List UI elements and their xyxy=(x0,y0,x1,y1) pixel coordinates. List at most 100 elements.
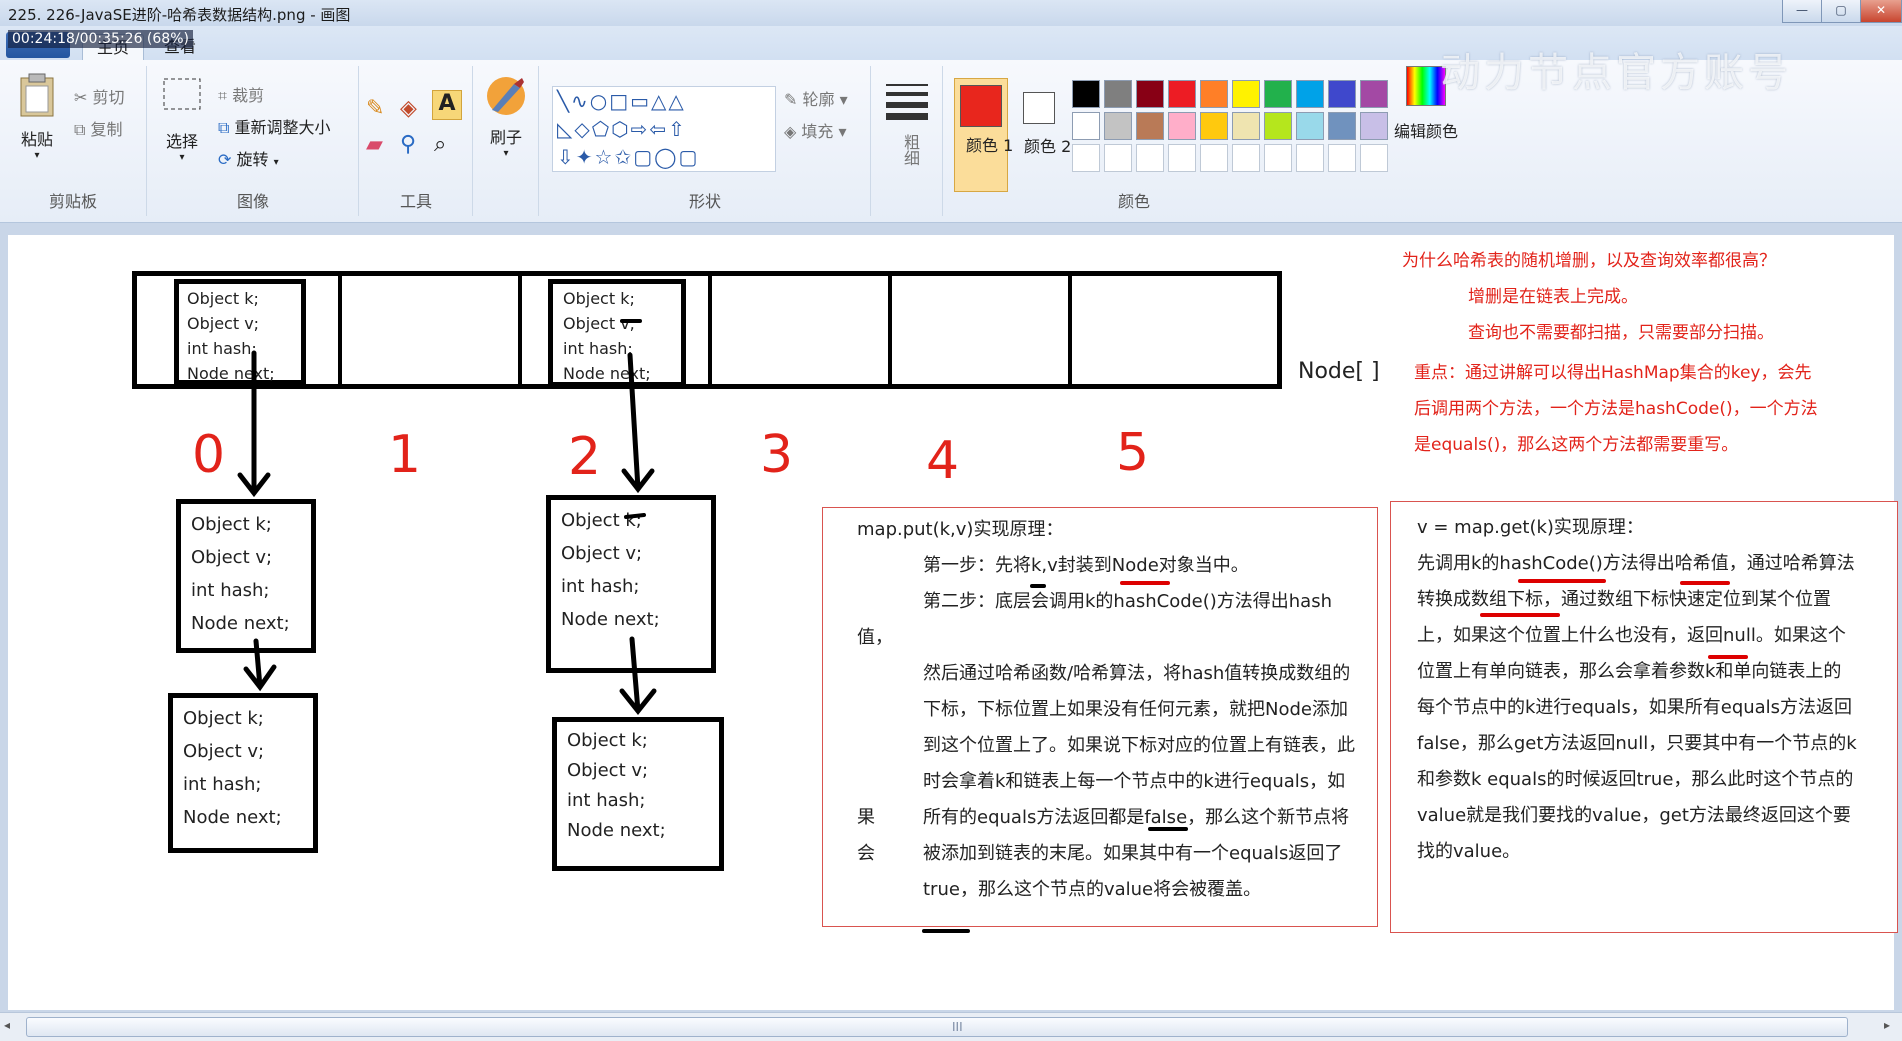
palette-color-swatch[interactable] xyxy=(1200,80,1228,108)
cut-label: 剪切 xyxy=(92,88,125,107)
tools-group-label: 工具 xyxy=(399,192,432,211)
palette-color-swatch[interactable] xyxy=(1136,80,1164,108)
chain-node-0-1: Object k; Object v; int hash; Node next; xyxy=(176,499,316,653)
scrollbar-grip: III xyxy=(952,1020,963,1034)
node-field-key: Object k; xyxy=(567,730,648,751)
palette-color-swatch[interactable] xyxy=(1264,112,1292,140)
outline-button[interactable]: ✎ 轮廓 ▾ xyxy=(784,90,848,109)
node-field-hash: int hash; xyxy=(183,774,262,795)
palette-color-swatch[interactable] xyxy=(1232,80,1260,108)
node-field-hash: int hash; xyxy=(561,576,640,597)
palette-color-swatch[interactable] xyxy=(1296,80,1324,108)
resize-button[interactable]: ⧉ 重新调整大小 xyxy=(218,114,331,138)
get-line-9: 找的value。 xyxy=(1417,841,1521,862)
node-field-next: Node next; xyxy=(561,609,660,630)
color-1-button[interactable]: 颜色 1 xyxy=(954,78,1014,192)
palette-color-swatch[interactable] xyxy=(1072,112,1100,140)
palette-custom-swatch[interactable] xyxy=(1360,144,1388,172)
scroll-left-arrow[interactable]: ◂ xyxy=(4,1018,11,1032)
fill-button[interactable]: ◈ 填充 ▾ xyxy=(784,122,847,141)
palette-color-swatch[interactable] xyxy=(1232,112,1260,140)
node-field-next: Node next; xyxy=(567,820,666,841)
window-title: 225. 226-JavaSE进阶-哈希表数据结构.png - 画图 xyxy=(8,6,351,24)
color-wheel-icon xyxy=(1406,66,1446,106)
palette-color-swatch[interactable] xyxy=(1296,112,1324,140)
size-label: 粗细 xyxy=(901,134,920,166)
palette-color-swatch[interactable] xyxy=(1360,112,1388,140)
copy-button[interactable]: ⧉ 复制 xyxy=(74,116,123,140)
index-0: 0 xyxy=(192,425,226,485)
palette-color-swatch[interactable] xyxy=(1200,112,1228,140)
scroll-right-arrow[interactable]: ▸ xyxy=(1884,1018,1891,1032)
size-button[interactable]: 粗细 xyxy=(882,80,932,170)
palette-color-swatch[interactable] xyxy=(1104,80,1132,108)
put-title: map.put(k,v)实现原理： xyxy=(857,519,1064,540)
put-para-6: 被添加到链表的末尾。如果其中有一个equals返回了 xyxy=(923,843,1343,864)
rotate-button[interactable]: ⟳ 旋转 ▾ xyxy=(218,146,279,170)
maximize-button[interactable]: ▢ xyxy=(1821,0,1861,23)
color-2-button[interactable]: 颜色 2 xyxy=(1014,78,1071,190)
note-why-line2: 查询也不需要都扫描，只需要部分扫描。 xyxy=(1468,323,1774,343)
node-field-key: Object k; xyxy=(187,289,259,308)
horizontal-scrollbar[interactable]: ◂ III ▸ xyxy=(0,1012,1902,1041)
palette-custom-swatch[interactable] xyxy=(1264,144,1292,172)
palette-custom-swatch[interactable] xyxy=(1232,144,1260,172)
select-label: 选择 xyxy=(165,132,198,151)
node-field-value: Object v; xyxy=(561,543,643,564)
clipboard-group: 粘贴 ▾ ✂ 剪切 ⧉ 复制 剪贴板 xyxy=(0,66,147,216)
note-why-title: 为什么哈希表的随机增删，以及查询效率都很高？ xyxy=(1402,251,1776,271)
shapes-gallery[interactable]: ╲∿○□▭△△ ◺◇⬠⬡⇨⇦⇧ ⇩✦☆✩▢◯▢ xyxy=(552,86,776,172)
close-button[interactable]: ✕ xyxy=(1860,0,1902,23)
eraser-tool[interactable]: ▰ xyxy=(366,132,383,157)
palette-custom-swatch[interactable] xyxy=(1328,144,1356,172)
crop-label: 裁剪 xyxy=(232,86,265,105)
index-3: 3 xyxy=(760,425,794,485)
select-button[interactable]: 选择 ▾ xyxy=(160,76,204,163)
color-picker-tool[interactable]: ⚲ xyxy=(400,132,416,157)
palette-custom-swatch[interactable] xyxy=(1200,144,1228,172)
scrollbar-thumb[interactable]: III xyxy=(26,1017,1848,1037)
select-rectangle-icon xyxy=(163,78,201,110)
palette-custom-swatch[interactable] xyxy=(1296,144,1324,172)
text-tool[interactable]: A xyxy=(432,90,462,120)
pencil-tool[interactable]: ✎ xyxy=(366,96,384,121)
arrow-down-icon xyxy=(243,638,277,692)
palette-custom-swatch[interactable] xyxy=(1168,144,1196,172)
maximize-icon: ▢ xyxy=(1835,3,1847,17)
drawing-canvas[interactable]: Object k; Object v; int hash; Node next;… xyxy=(8,235,1898,1010)
palette-color-swatch[interactable] xyxy=(1072,80,1100,108)
get-line-4: 位置上有单向链表，那么会拿着参数k和单向链表上的 xyxy=(1417,661,1842,682)
eyedropper-icon: ⚲ xyxy=(400,132,417,157)
palette-color-swatch[interactable] xyxy=(1328,80,1356,108)
put-para-7: true，那么这个节点的value将会被覆盖。 xyxy=(923,879,1262,900)
edit-colors-button[interactable]: 编辑颜色 xyxy=(1394,66,1458,142)
palette-color-swatch[interactable] xyxy=(1168,112,1196,140)
node-field-value: Object v; xyxy=(567,760,649,781)
cut-button[interactable]: ✂ 剪切 xyxy=(74,84,125,108)
put-principle-box: map.put(k,v)实现原理： 第一步：先将k,v封装到Node对象当中。 … xyxy=(822,507,1378,927)
get-line-8: value就是我们要找的value，get方法最终返回这个要 xyxy=(1417,805,1851,826)
clipboard-icon xyxy=(20,73,54,117)
chevron-down-icon: ▾ xyxy=(503,148,509,159)
chevron-down-icon: ▾ xyxy=(179,152,185,163)
magnifier-tool[interactable]: ⌕ xyxy=(434,132,446,157)
palette-color-swatch[interactable] xyxy=(1136,112,1164,140)
palette-color-swatch[interactable] xyxy=(1264,80,1292,108)
palette-color-swatch[interactable] xyxy=(1360,80,1388,108)
paste-button[interactable]: 粘贴 ▾ xyxy=(14,72,60,161)
fill-tool[interactable]: ◈ xyxy=(400,96,417,121)
palette-color-swatch[interactable] xyxy=(1104,112,1132,140)
brushes-button[interactable]: 刷子 ▾ xyxy=(482,74,530,159)
crop-button[interactable]: ⌗ 裁剪 xyxy=(218,82,264,106)
resize-label: 重新调整大小 xyxy=(234,118,331,137)
brushes-group: 刷子 ▾ xyxy=(474,66,539,216)
palette-custom-swatch[interactable] xyxy=(1104,144,1132,172)
minimize-button[interactable]: — xyxy=(1782,0,1822,23)
palette-custom-swatch[interactable] xyxy=(1136,144,1164,172)
palette-color-swatch[interactable] xyxy=(1168,80,1196,108)
colors-group-label: 颜色 xyxy=(1117,192,1150,211)
palette-custom-swatch[interactable] xyxy=(1072,144,1100,172)
copy-label: 复制 xyxy=(90,120,123,139)
color-1-label: 颜色 1 xyxy=(966,136,1014,155)
palette-color-swatch[interactable] xyxy=(1328,112,1356,140)
